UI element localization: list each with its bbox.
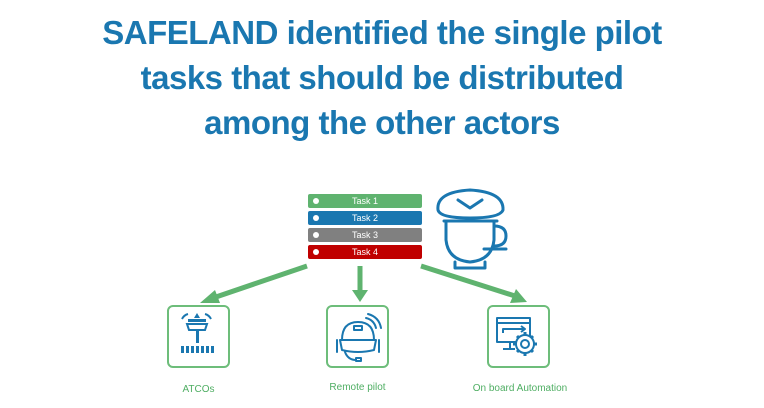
title-line-2: tasks that should be distributed <box>140 59 624 96</box>
arrow-head-automation <box>510 289 527 303</box>
actor-remote-pilot <box>326 305 389 368</box>
page-title: SAFELAND identified the single pilot tas… <box>0 10 764 145</box>
title-line-3: among the other actors <box>204 104 560 141</box>
actor-automation <box>487 305 550 368</box>
actor-label-automation: On board Automation <box>472 383 568 394</box>
actor-atcos <box>167 305 230 368</box>
bullet-icon <box>313 198 319 204</box>
arrow-head-atcos <box>200 290 220 303</box>
task-4: Task 4 <box>308 245 422 259</box>
actor-label-remote-pilot: Remote pilot <box>329 382 386 393</box>
bullet-icon <box>313 232 319 238</box>
task-label: Task 4 <box>351 247 378 257</box>
task-label: Task 2 <box>351 213 378 223</box>
task-label: Task 1 <box>351 196 378 206</box>
arrow-head-remote-pilot <box>352 290 368 302</box>
actor-label-atcos: ATCOs <box>182 384 215 395</box>
task-1: Task 1 <box>308 194 422 208</box>
bullet-icon <box>313 215 319 221</box>
bullet-icon <box>313 249 319 255</box>
arrow-to-automation <box>420 263 516 299</box>
task-label: Task 3 <box>351 230 378 240</box>
task-3: Task 3 <box>308 228 422 242</box>
arrow-to-atcos <box>212 263 308 301</box>
title-line-1: SAFELAND identified the single pilot <box>102 14 662 51</box>
task-2: Task 2 <box>308 211 422 225</box>
